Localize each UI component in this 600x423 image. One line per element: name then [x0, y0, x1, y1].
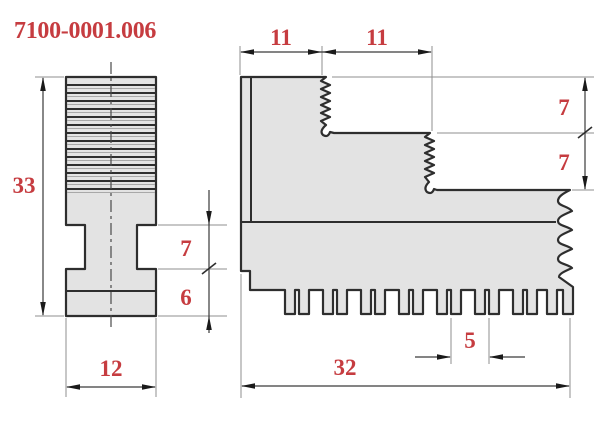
- oblique-tick: [201, 262, 217, 275]
- dim-tooth-pitch: 5: [415, 318, 525, 364]
- dim-7-upper-label: 7: [558, 95, 570, 120]
- side-view-outline: [239, 75, 575, 316]
- dim-11-label: 11: [270, 25, 292, 50]
- dim-11b-label: 11: [366, 25, 388, 50]
- arrowhead-right: [308, 49, 322, 55]
- arrowhead-down: [206, 211, 212, 225]
- arrowhead-left: [322, 49, 336, 55]
- arrowhead-right: [418, 49, 432, 55]
- dim-length-32: 32: [240, 274, 571, 398]
- arrowhead-down: [40, 302, 46, 316]
- arrowhead-up: [40, 77, 46, 91]
- dim-steps-right: 7 7: [332, 76, 594, 191]
- arrowhead-left: [489, 354, 503, 360]
- dim-height-33: 33: [13, 76, 64, 317]
- dim-width-12: 12: [65, 318, 157, 397]
- arrowhead-left: [66, 384, 80, 390]
- arrowhead-right: [556, 383, 570, 389]
- arrowhead-up: [582, 77, 588, 91]
- side-view: 11 11 7 7 5: [239, 25, 594, 398]
- arrowhead-left: [240, 49, 254, 55]
- dim-steps-top: 11 11: [239, 25, 433, 131]
- dim-5-label: 5: [464, 328, 476, 353]
- drawing-number: 7100-0001.006: [14, 18, 156, 44]
- front-view: 33 7 6 12: [13, 62, 227, 397]
- arrowhead-up: [206, 316, 212, 330]
- dim-7-lower-label: 7: [558, 150, 570, 175]
- arrowhead-right: [142, 384, 156, 390]
- dim-7-label: 7: [180, 236, 192, 261]
- arrowhead-down: [582, 176, 588, 190]
- dim-32-label: 32: [334, 355, 357, 380]
- arrowhead-left: [241, 383, 255, 389]
- dim-neck-and-base: 7 6: [158, 190, 227, 333]
- dim-12-label: 12: [100, 356, 123, 381]
- arrowhead-right: [437, 354, 451, 360]
- dim-33-label: 33: [13, 173, 36, 198]
- dim-6-label: 6: [180, 285, 192, 310]
- oblique-tick: [577, 126, 593, 139]
